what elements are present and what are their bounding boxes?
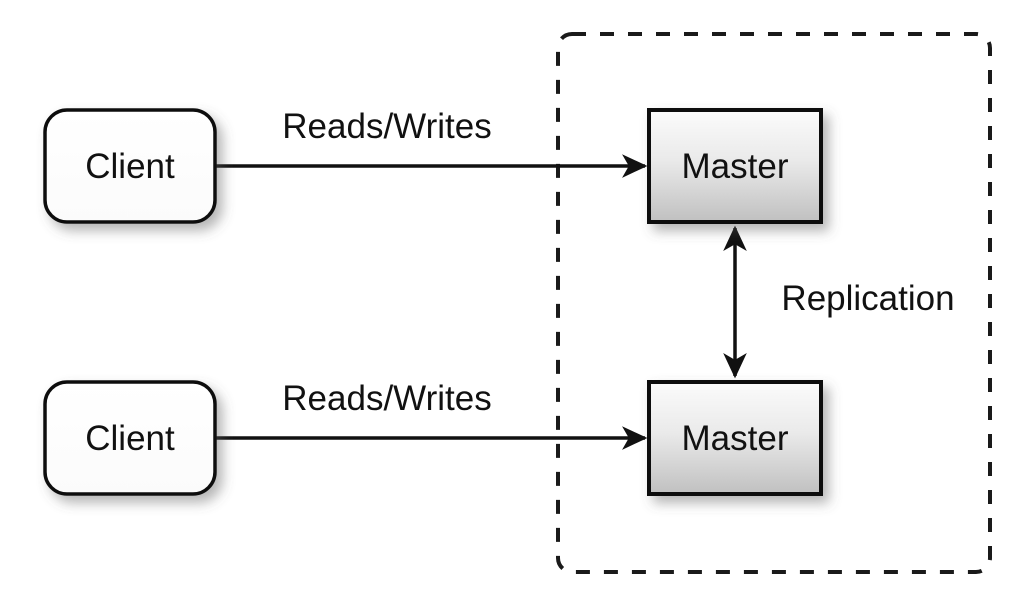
client-top-label: Client — [85, 147, 175, 186]
master-top-label: Master — [682, 147, 789, 186]
client-bottom-label: Client — [85, 419, 175, 458]
edge-client-top-master-top: Reads/Writes — [216, 107, 648, 178]
client-bottom-box[interactable] — [43, 380, 217, 496]
node-master-top[interactable]: Master — [647, 108, 823, 224]
master-bottom-label: Master — [682, 419, 789, 458]
edge-label-reads-writes-top: Reads/Writes — [282, 107, 491, 146]
edge-client-bottom-master-bottom: Reads/Writes — [216, 379, 648, 450]
master-top-box[interactable] — [647, 108, 823, 224]
node-client-bottom[interactable]: Client — [43, 380, 217, 496]
edge-label-replication: Replication — [781, 279, 954, 318]
node-client-top[interactable]: Client — [43, 108, 217, 224]
node-master-bottom[interactable]: Master — [647, 380, 823, 496]
replicated-cluster-boundary — [556, 32, 992, 574]
edge-label-reads-writes-bottom: Reads/Writes — [282, 379, 491, 418]
edge-master-replication: Replication — [723, 225, 955, 379]
master-bottom-box[interactable] — [647, 380, 823, 496]
client-top-box[interactable] — [43, 108, 217, 224]
